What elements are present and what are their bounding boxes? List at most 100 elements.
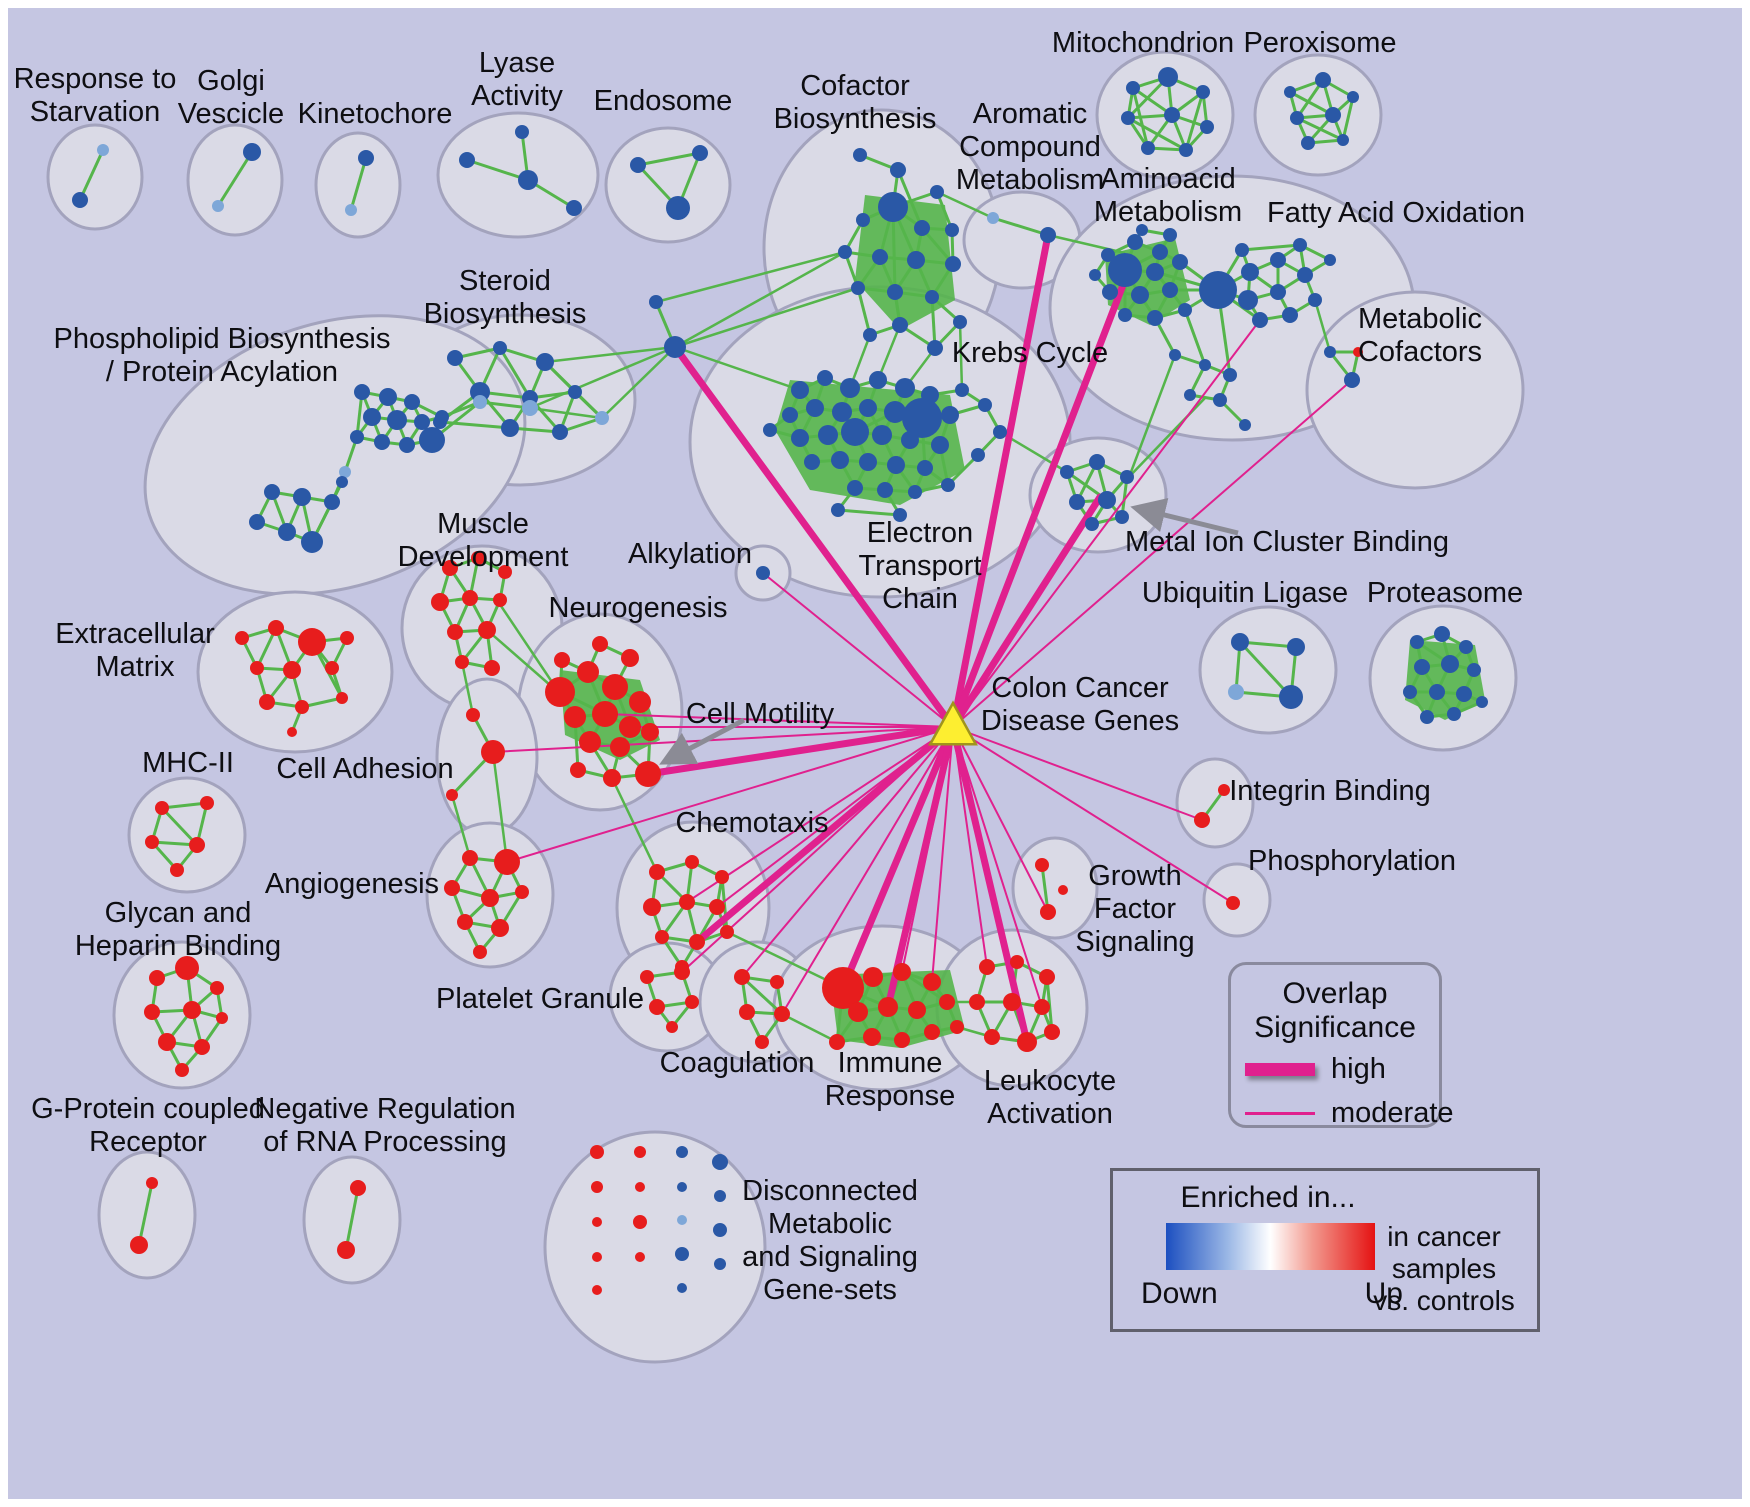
gene-set-node: [1301, 136, 1315, 150]
cross-cluster-edge: [544, 345, 676, 364]
gene-set-node: [953, 315, 967, 329]
overlap-edge-moderate: [931, 726, 954, 983]
gene-set-node: [235, 631, 249, 645]
gene-set-node: [1141, 141, 1155, 155]
gene-set-node: [677, 1215, 687, 1225]
gene-set-node: [1069, 494, 1085, 510]
overlap-edge-moderate: [952, 726, 1049, 913]
gene-set-node: [649, 864, 665, 880]
gene-set-node: [579, 731, 601, 753]
gene-set-node: [878, 997, 898, 1017]
gene-set-edge: [498, 347, 532, 399]
gene-set-node: [1089, 269, 1101, 281]
gene-set-node: [1089, 454, 1105, 470]
gene-set-node: [863, 328, 877, 342]
gene-set-node: [894, 1032, 910, 1048]
gene-set-node: [640, 970, 654, 984]
gene-set-node: [971, 448, 985, 462]
gene-set-node: [902, 398, 942, 438]
gene-set-node: [1162, 282, 1178, 298]
gene-set-node: [829, 1034, 845, 1050]
overlap-edge-moderate: [741, 726, 954, 978]
gene-set-edge: [137, 1182, 154, 1246]
gene-set-node: [522, 400, 538, 416]
gene-set-edge: [1296, 116, 1344, 142]
label-angiogenesis: Angiogenesis: [265, 868, 439, 900]
gene-set-node: [955, 383, 969, 397]
moderate-significance-label: moderate: [1331, 1097, 1454, 1129]
overlap-edge-high: [671, 343, 957, 731]
gene-set-node: [1152, 244, 1168, 260]
overlap-edge-moderate: [506, 726, 954, 863]
gene-set-node: [685, 855, 699, 869]
gene-set-node: [484, 660, 500, 676]
gene-set-node: [518, 170, 538, 190]
gene-set-node: [590, 1145, 604, 1159]
gene-set-node: [1102, 284, 1118, 300]
gene-set-edge: [1127, 116, 1187, 152]
gene-set-node: [945, 256, 961, 272]
gene-set-node: [872, 425, 892, 445]
gene-set-node: [493, 593, 507, 607]
gene-set-node: [756, 566, 770, 580]
gene-set-node: [925, 290, 939, 304]
label-platelet-granule: Platelet Granule: [436, 983, 644, 1015]
cluster-ellipse-endosome: [604, 126, 732, 244]
gene-set-node: [677, 1283, 687, 1293]
gene-set-node: [435, 410, 449, 424]
gene-set-node: [337, 1241, 355, 1259]
gene-set-node: [354, 384, 370, 400]
gene-set-node: [856, 213, 870, 227]
enrichment-scale-labels: Down Up: [1141, 1277, 1403, 1311]
gene-set-node: [720, 925, 734, 939]
gene-set-edge: [1184, 91, 1205, 151]
gene-set-node: [923, 973, 941, 991]
overlap-edge-moderate: [686, 726, 954, 903]
gene-set-node: [893, 508, 907, 522]
gene-set-node: [1290, 111, 1304, 125]
gene-set-node: [1146, 263, 1164, 281]
gene-set-edge: [344, 1187, 360, 1251]
gene-set-node: [664, 336, 686, 358]
gene-set-node: [481, 889, 499, 907]
gene-set-node: [545, 677, 575, 707]
gene-set-node: [175, 956, 199, 980]
gene-set-node: [155, 801, 169, 815]
gene-set-node: [739, 1004, 755, 1020]
gene-set-node: [1235, 243, 1249, 257]
gene-set-node: [1120, 470, 1134, 484]
label-metal-ion-cluster-binding: Metal Ion Cluster Binding: [1125, 526, 1449, 558]
gene-set-node: [1058, 885, 1068, 895]
gene-set-node: [1003, 993, 1021, 1011]
gene-set-node: [1284, 86, 1296, 98]
gene-set-node: [1163, 228, 1177, 242]
cross-cluster-edge: [876, 324, 902, 381]
gene-set-node: [324, 494, 340, 510]
gene-set-node: [1270, 252, 1286, 268]
gene-set-node: [447, 624, 463, 640]
gene-set-node: [643, 898, 661, 916]
gene-set-node: [1324, 254, 1336, 266]
gene-set-node: [692, 145, 708, 161]
cross-cluster-edge: [486, 629, 559, 693]
gene-set-node: [1199, 359, 1211, 371]
gene-set-node: [1040, 904, 1056, 920]
gene-set-node: [635, 1182, 645, 1192]
gene-set-node: [979, 959, 995, 975]
gene-set-node: [635, 1252, 645, 1262]
magenta-layer: [492, 231, 1353, 1046]
gene-set-node: [941, 406, 959, 424]
overlap-edge-moderate: [604, 713, 954, 728]
gene-set-node: [1039, 969, 1055, 985]
gene-set-node: [770, 975, 784, 989]
gene-set-node: [595, 411, 609, 425]
gene-set-node: [831, 451, 849, 469]
gene-set-node: [1325, 107, 1341, 123]
gene-set-node: [1403, 685, 1417, 699]
gene-set-node: [715, 870, 729, 884]
overlap-significance-legend: Overlap Significance high moderate: [1228, 962, 1454, 1129]
enrichment-gradient-bar: [1166, 1223, 1375, 1270]
